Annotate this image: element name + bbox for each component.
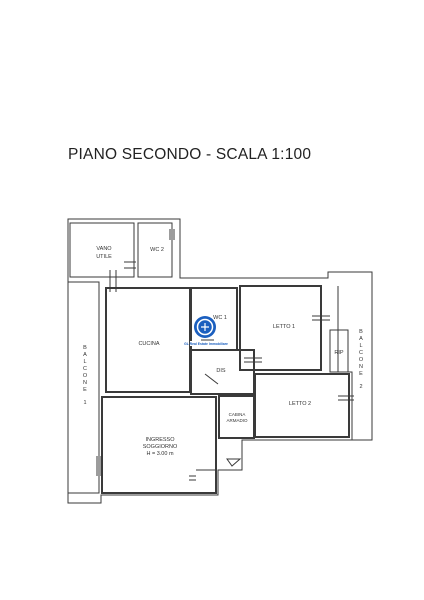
walls <box>67 218 373 504</box>
balcone2-letter: N <box>359 364 363 370</box>
balcone1-letter: L <box>83 359 86 365</box>
room-cabina-line1: CABINA <box>229 412 246 417</box>
room-letto2: LETTO 2 <box>289 401 311 407</box>
room-vano-utile-line1: VANO <box>96 246 112 252</box>
room-wc2: WC 2 <box>150 247 164 253</box>
balcone2-letter: O <box>359 357 364 363</box>
room-ingresso-line1: INGRESSO <box>145 437 175 443</box>
room-cabina-line2: ARMADIO <box>226 418 248 423</box>
balcone1-letter: 1 <box>83 400 86 406</box>
room-rip: RIP <box>334 350 344 356</box>
balcone2-letter: B <box>359 329 363 335</box>
balcone2-letter: C <box>359 350 363 356</box>
svg-text:GL Real Estate Immobiliare: GL Real Estate Immobiliare <box>184 342 228 346</box>
balcone2-letter: A <box>359 336 363 342</box>
balcone2-letter: 2 <box>359 384 362 390</box>
plan-title: PIANO SECONDO - SCALA 1:100 <box>68 146 312 163</box>
room-ingresso-line3: H = 3.00 m <box>146 451 173 457</box>
balcone2-letter: E <box>359 371 363 377</box>
room-letto1: LETTO 1 <box>273 324 295 330</box>
room-ingresso-line2: SOGGIORNO <box>143 444 178 450</box>
balcone1-letter: C <box>83 366 87 372</box>
openings <box>96 229 354 481</box>
room-wc1: WC 1 <box>213 315 227 321</box>
room-dis: DIS <box>216 368 226 374</box>
balcone2-letter: L <box>359 343 362 349</box>
agency-logo: GL Real Estate Immobiliare <box>184 316 228 346</box>
room-cucina: CUCINA <box>138 341 159 347</box>
room-vano-utile-line2: UTILE <box>96 254 112 260</box>
balcone1-letter: A <box>83 352 87 358</box>
balcone1-letter: O <box>83 373 88 379</box>
balcone1-letter: E <box>83 387 87 393</box>
balcone1-letter: B <box>83 345 87 351</box>
balcone1-letter: N <box>83 380 87 386</box>
